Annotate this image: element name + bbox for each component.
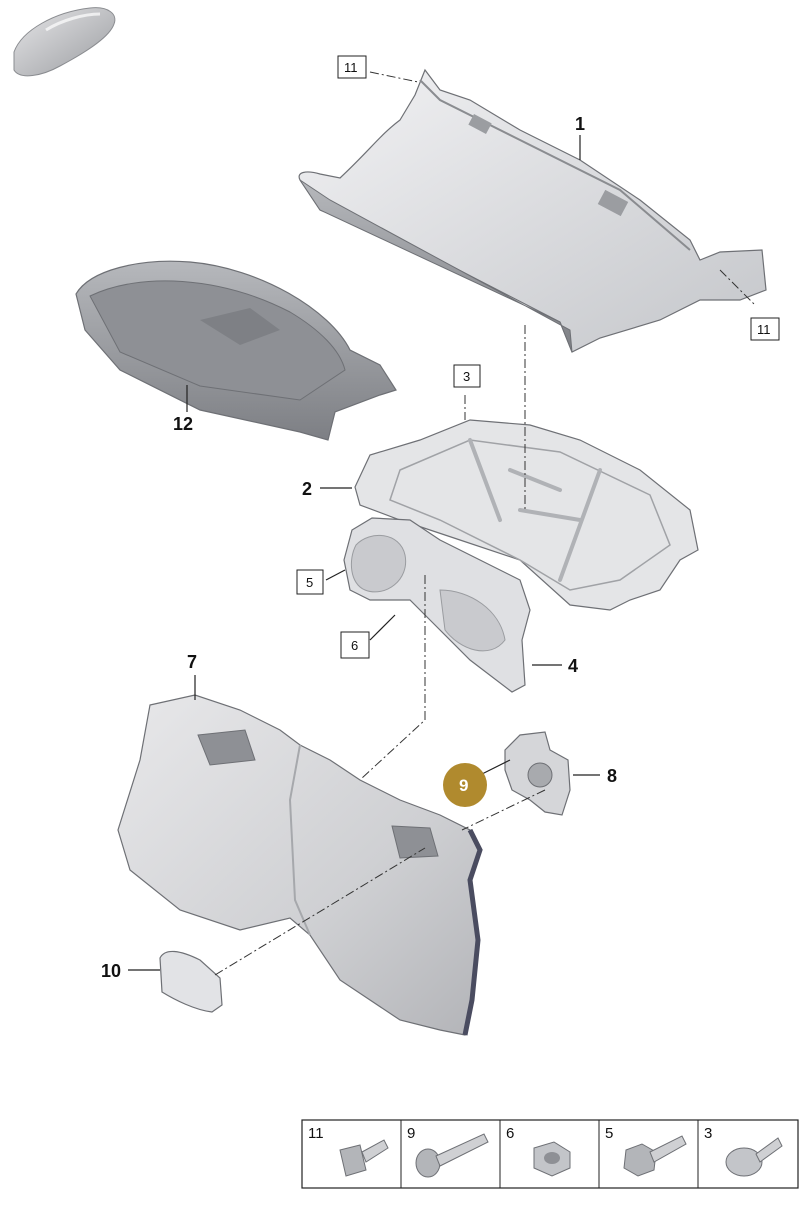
hardware-label-5: 5 xyxy=(605,1125,613,1142)
callout-box-6: 6 xyxy=(340,631,370,659)
svg-text:3: 3 xyxy=(463,369,470,384)
callout-10: 10 xyxy=(101,961,121,981)
part-4-damping-panel xyxy=(343,517,531,693)
callout-2: 2 xyxy=(302,479,312,499)
hardware-table: 11 9 6 5 3 xyxy=(301,1119,799,1189)
bolt-stepped-icon xyxy=(339,1139,389,1177)
hardware-label-11: 11 xyxy=(308,1125,324,1142)
part-8-bracket xyxy=(504,731,571,816)
svg-text:11: 11 xyxy=(344,60,358,75)
hardware-label-3: 3 xyxy=(704,1125,712,1142)
callout-1: 1 xyxy=(575,114,585,134)
svg-text:5: 5 xyxy=(306,575,313,590)
hardware-label-9: 9 xyxy=(407,1125,415,1142)
flange-bolt-icon xyxy=(623,1135,687,1177)
svg-text:11: 11 xyxy=(757,322,771,337)
part-2-insulation-mat xyxy=(354,419,699,611)
callout-box-3: 3 xyxy=(453,364,481,388)
callout-12: 12 xyxy=(173,414,193,434)
part-10-cover-cap xyxy=(159,950,223,1013)
pan-head-screw-icon xyxy=(725,1137,783,1177)
part-12-storage-tray xyxy=(75,260,397,441)
highlight-badge-9[interactable]: 9 xyxy=(443,763,487,807)
hardware-label-6: 6 xyxy=(506,1125,514,1142)
svg-text:6: 6 xyxy=(351,638,358,653)
long-bolt-icon xyxy=(415,1133,489,1178)
callout-box-11-right: 11 xyxy=(750,317,780,341)
vehicle-thumbnail-icon xyxy=(13,7,116,77)
hex-nut-icon xyxy=(533,1141,571,1177)
callout-box-11-top: 11 xyxy=(337,55,367,79)
part-7-rear-wall-trim xyxy=(117,694,483,1036)
svg-text:9: 9 xyxy=(459,776,468,795)
leader-lines xyxy=(128,135,600,971)
assembly-lines xyxy=(214,71,756,976)
part-1-upper-trim-panel xyxy=(298,68,767,353)
callout-4: 4 xyxy=(568,656,578,676)
callout-8: 8 xyxy=(607,766,617,786)
callout-7: 7 xyxy=(187,652,197,672)
callout-box-5: 5 xyxy=(296,569,324,595)
